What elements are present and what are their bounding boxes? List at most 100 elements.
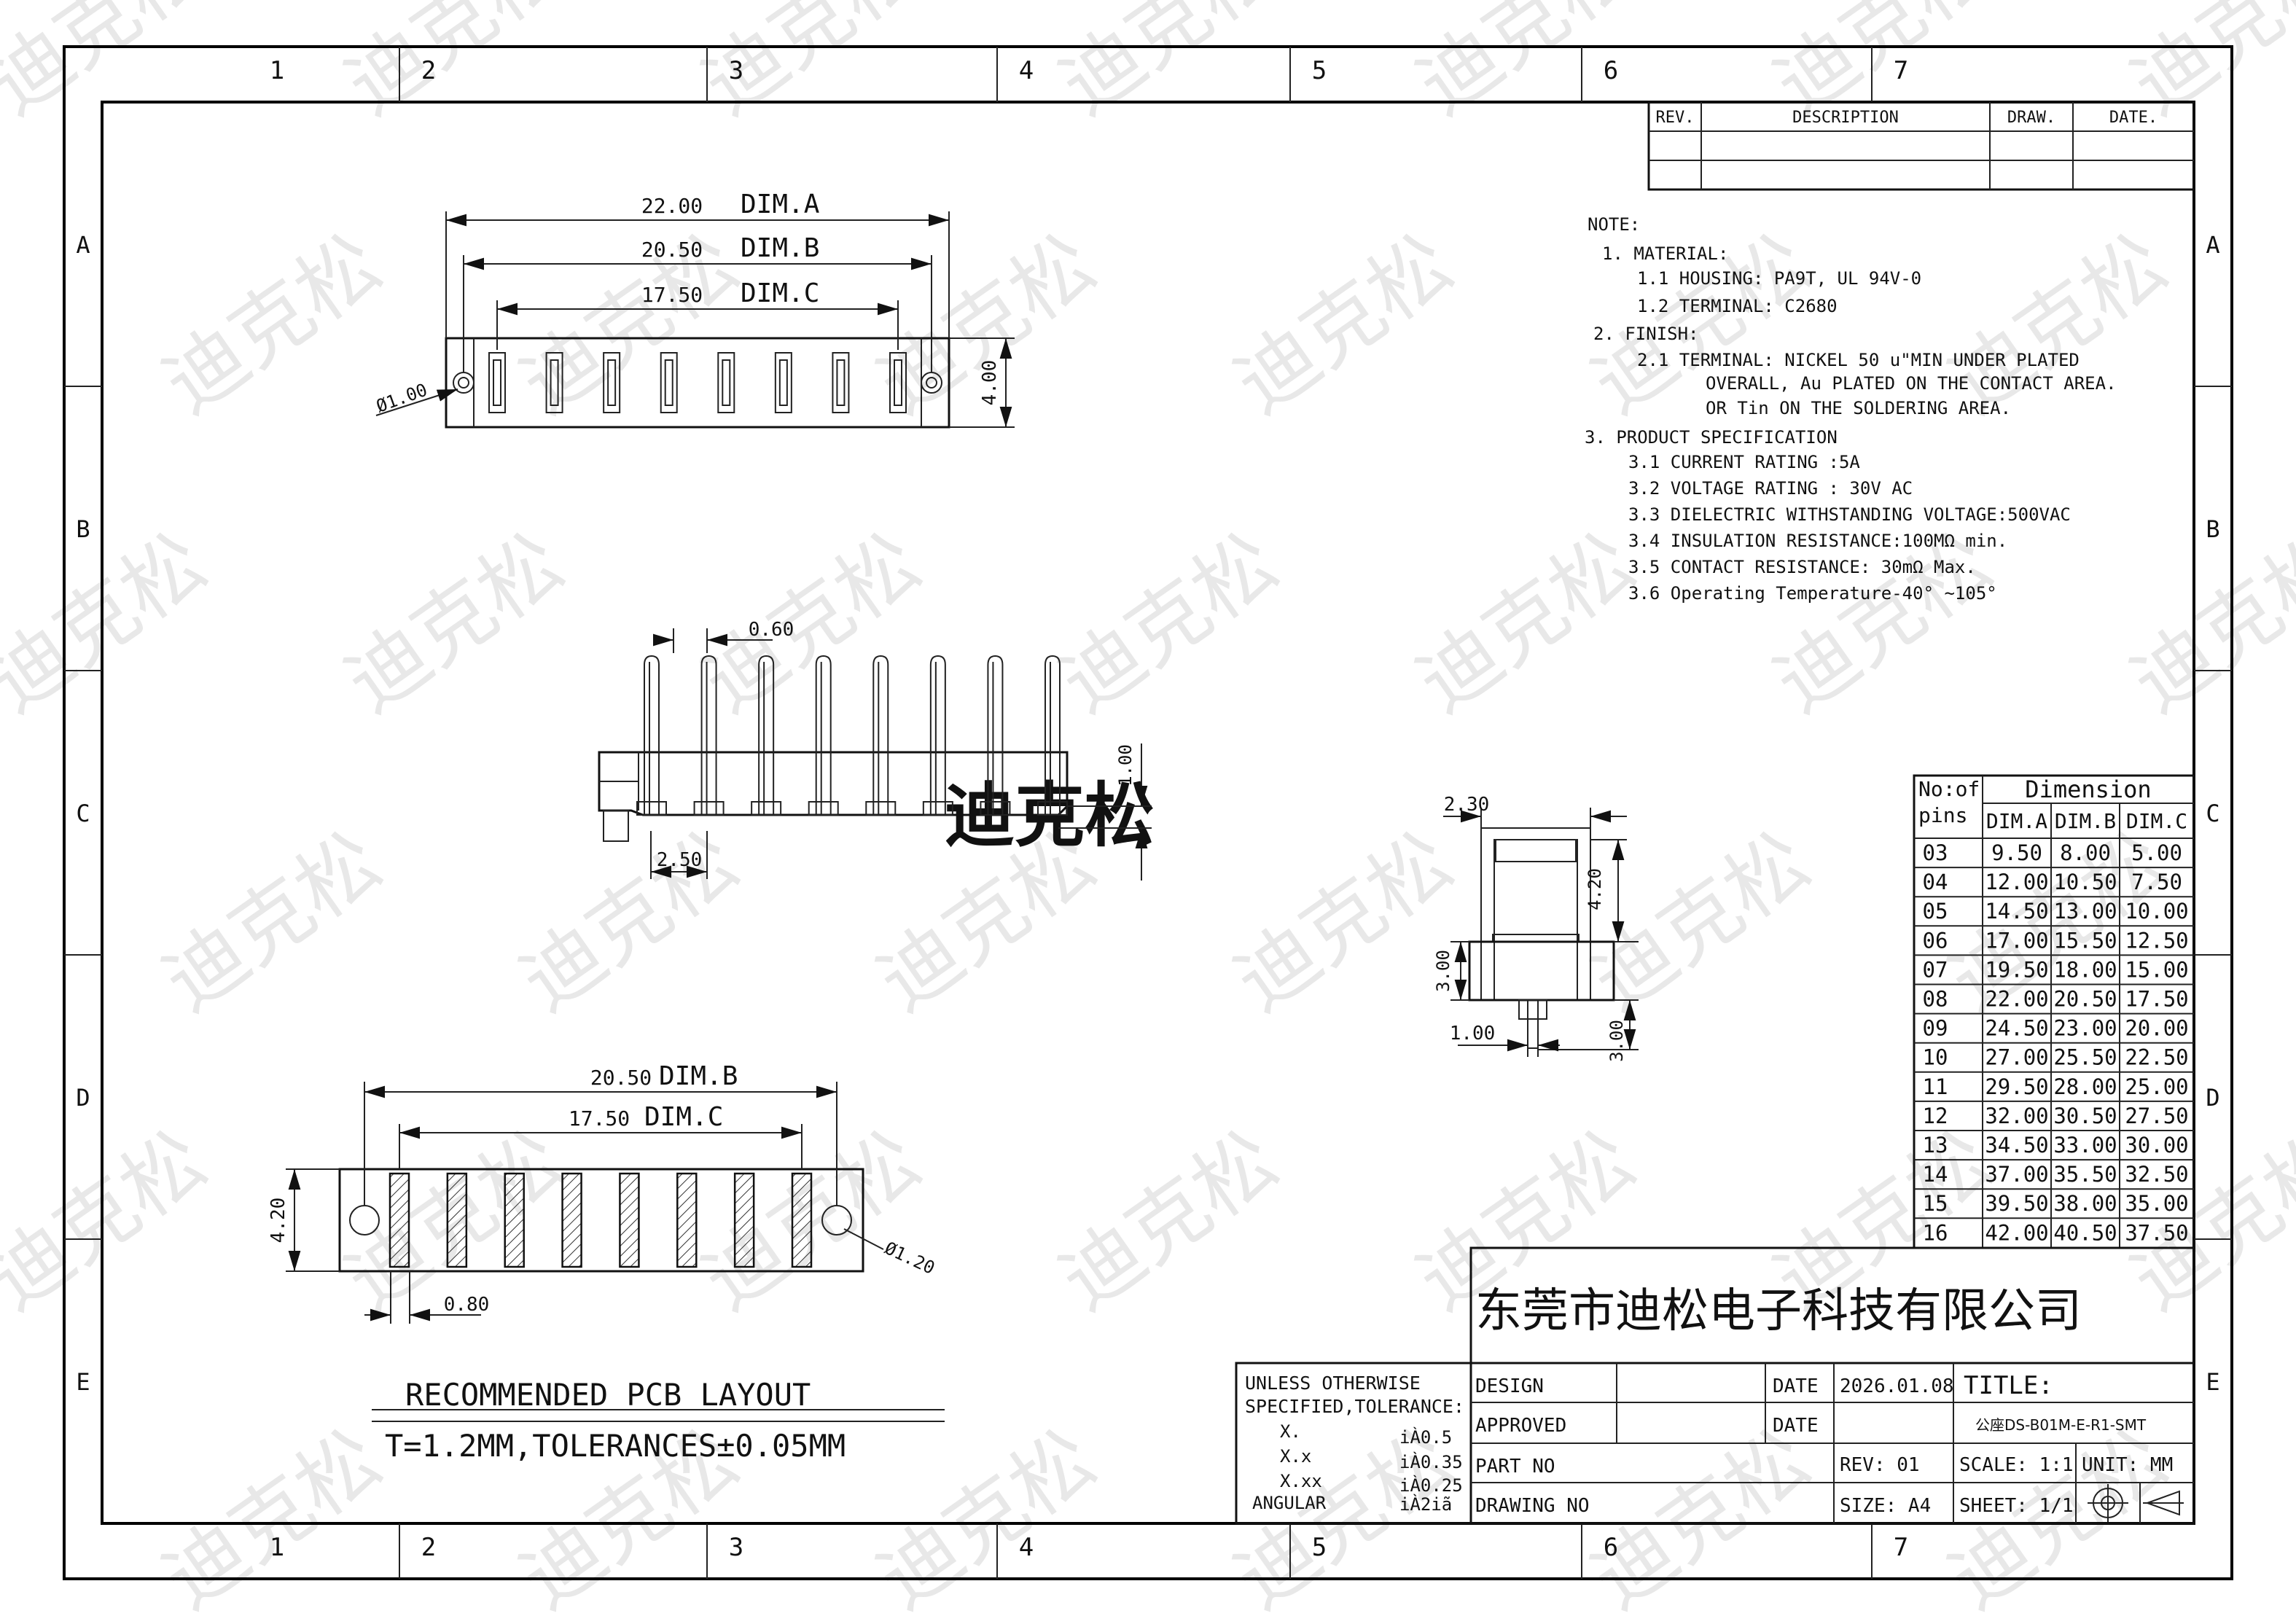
table-cell: 10.50 — [2053, 870, 2117, 894]
table-cell: 20.50 — [2053, 987, 2117, 1012]
table-cell: 19.50 — [1985, 957, 2048, 982]
terminal-pin — [758, 655, 775, 815]
body-value: 3.00 — [1433, 950, 1453, 992]
tolerance-head-1: UNLESS OTHERWISE — [1245, 1373, 1421, 1394]
tolerance-key: X. — [1280, 1421, 1301, 1442]
watermark-text: 迪克松 — [1043, 515, 1294, 730]
grid-row-label: D — [76, 1084, 90, 1112]
table-header-no-of: No:of — [1918, 777, 1980, 801]
pcb-dim-b-value: 20.50 — [590, 1066, 652, 1090]
grid-row-label: C — [76, 800, 90, 827]
table-cell: 17.50 — [2125, 987, 2188, 1012]
table-cell: 8.00 — [2060, 840, 2111, 865]
grid-col-label: 1 — [270, 1533, 284, 1562]
peg — [603, 810, 629, 842]
dim-a-value: 22.00 — [641, 194, 703, 218]
watermark-text: 迪克松 — [0, 515, 222, 730]
table-cell: 9.50 — [1991, 840, 2042, 865]
table-cell: 12 — [1923, 1104, 1948, 1128]
table-cell: 24.50 — [1985, 1016, 2048, 1041]
table-cell: 37.50 — [2125, 1220, 2188, 1245]
pcb-pads — [388, 1172, 813, 1268]
tolerance-key: X.x — [1280, 1446, 1311, 1467]
table-cell: 10 — [1923, 1045, 1948, 1070]
terminal-pin — [987, 655, 1004, 815]
table-cell: 09 — [1923, 1016, 1948, 1041]
sheet-value: SHEET: 1/1 — [1959, 1495, 2074, 1517]
watermark-text: 迪克松 — [1400, 515, 1651, 730]
grid-row-label: D — [2206, 1084, 2219, 1112]
pin-slot — [717, 352, 735, 413]
tolerance-key: ANGULAR — [1252, 1493, 1327, 1513]
top-view: 22.00 DIM.A 20.50 DIM.B 17.50 DIM.C 4.00… — [373, 190, 1015, 429]
table-cell: 22.50 — [2125, 1045, 2188, 1070]
watermark-text: 迪克松 — [2289, 1412, 2296, 1624]
solder-tail — [1527, 999, 1539, 1049]
table-cell: 16 — [1923, 1220, 1948, 1245]
watermark-text: 迪克松 — [686, 0, 937, 132]
grid-col-label: 2 — [421, 56, 436, 85]
table-cell: 20.00 — [2125, 1016, 2188, 1041]
pcb-dim-c-value: 17.50 — [569, 1106, 630, 1131]
pin-slot — [660, 352, 678, 413]
note-line: 3. PRODUCT SPECIFICATION — [1585, 427, 1838, 448]
table-cell: 42.00 — [1985, 1220, 2048, 1245]
table-cell: 28.00 — [2053, 1074, 2117, 1099]
date-header: DATE. — [2109, 109, 2158, 127]
notes-block: NOTE: 1. MATERIAL: 1.1 HOUSING: PA9T, UL… — [1585, 214, 2117, 604]
note-line: 3.2 VOLTAGE RATING : 30V AC — [1628, 478, 1913, 499]
table-cell: 11 — [1923, 1074, 1948, 1099]
grid-col-label: 5 — [1312, 1533, 1327, 1562]
grid-row-label: E — [76, 1368, 90, 1396]
note-line: 3.4 INSULATION RESISTANCE:100MΩ min. — [1628, 531, 2007, 551]
watermark-text: 迪克松 — [147, 1412, 397, 1624]
dim-b-label: DIM.B — [741, 233, 819, 263]
table-cell: 10.00 — [2125, 899, 2188, 924]
note-line: 2.1 TERMINAL: NICKEL 50 u"MIN UNDER PLAT… — [1637, 350, 2080, 370]
design-label: DESIGN — [1475, 1375, 1544, 1397]
pcb-dim-c-label: DIM.C — [644, 1102, 723, 1132]
pin-slot — [774, 352, 792, 413]
side-view: 0.60 2.50 1.00 — [598, 619, 1152, 881]
table-cell: 7.50 — [2131, 870, 2182, 894]
table-cell: 05 — [1923, 899, 1948, 924]
pcb-pad — [388, 1172, 410, 1268]
tolerance-head-2: SPECIFIED,TOLERANCE: — [1245, 1396, 1464, 1417]
top-pin-slots — [488, 352, 907, 413]
end-width-value: 2.30 — [1444, 794, 1490, 816]
title-label: TITLE: — [1964, 1371, 2053, 1400]
revision-table: REV. DESCRIPTION DRAW. DATE. — [1647, 101, 2195, 191]
grid-col-label: 3 — [729, 1533, 743, 1562]
pcb-height-value: 4.20 — [268, 1198, 289, 1244]
note-line: 3.1 CURRENT RATING :5A — [1628, 452, 1860, 472]
pin-slot — [603, 352, 621, 413]
pcb-pad — [504, 1172, 525, 1268]
table-cell: 18.00 — [2053, 957, 2117, 982]
pcb-pad — [676, 1172, 698, 1268]
tolerance-value: iÀ2iã — [1399, 1494, 1452, 1515]
table-cell: 40.50 — [2053, 1220, 2117, 1245]
pitch-value: 2.50 — [657, 849, 703, 871]
table-cell: 06 — [1923, 928, 1948, 953]
table-col-dim-a: DIM.A — [1986, 809, 2047, 833]
table-cell: 17.00 — [1985, 928, 2048, 953]
grid-row-label: B — [76, 515, 90, 543]
table-cell: 13.00 — [2053, 899, 2117, 924]
table-cell: 5.00 — [2131, 840, 2182, 865]
grid-row-label: E — [2206, 1368, 2219, 1396]
terminal-pin — [929, 655, 946, 815]
watermark-text: 迪克松 — [329, 0, 579, 132]
grid-col-label: 1 — [270, 56, 284, 85]
rev-value: REV: 01 — [1840, 1454, 1920, 1476]
dim-a-label: DIM.A — [741, 190, 820, 219]
table-cell: 08 — [1923, 987, 1948, 1012]
tolerance-value: iÀ0.5 — [1399, 1426, 1452, 1448]
pcb-pad — [561, 1172, 582, 1268]
grid-row-label: C — [2206, 800, 2219, 827]
watermark-text: 迪克松 — [2289, 216, 2296, 431]
table-cell: 13 — [1923, 1133, 1948, 1158]
watermark-text: 迪克松 — [329, 515, 579, 730]
table-cell: 15 — [1923, 1191, 1948, 1216]
